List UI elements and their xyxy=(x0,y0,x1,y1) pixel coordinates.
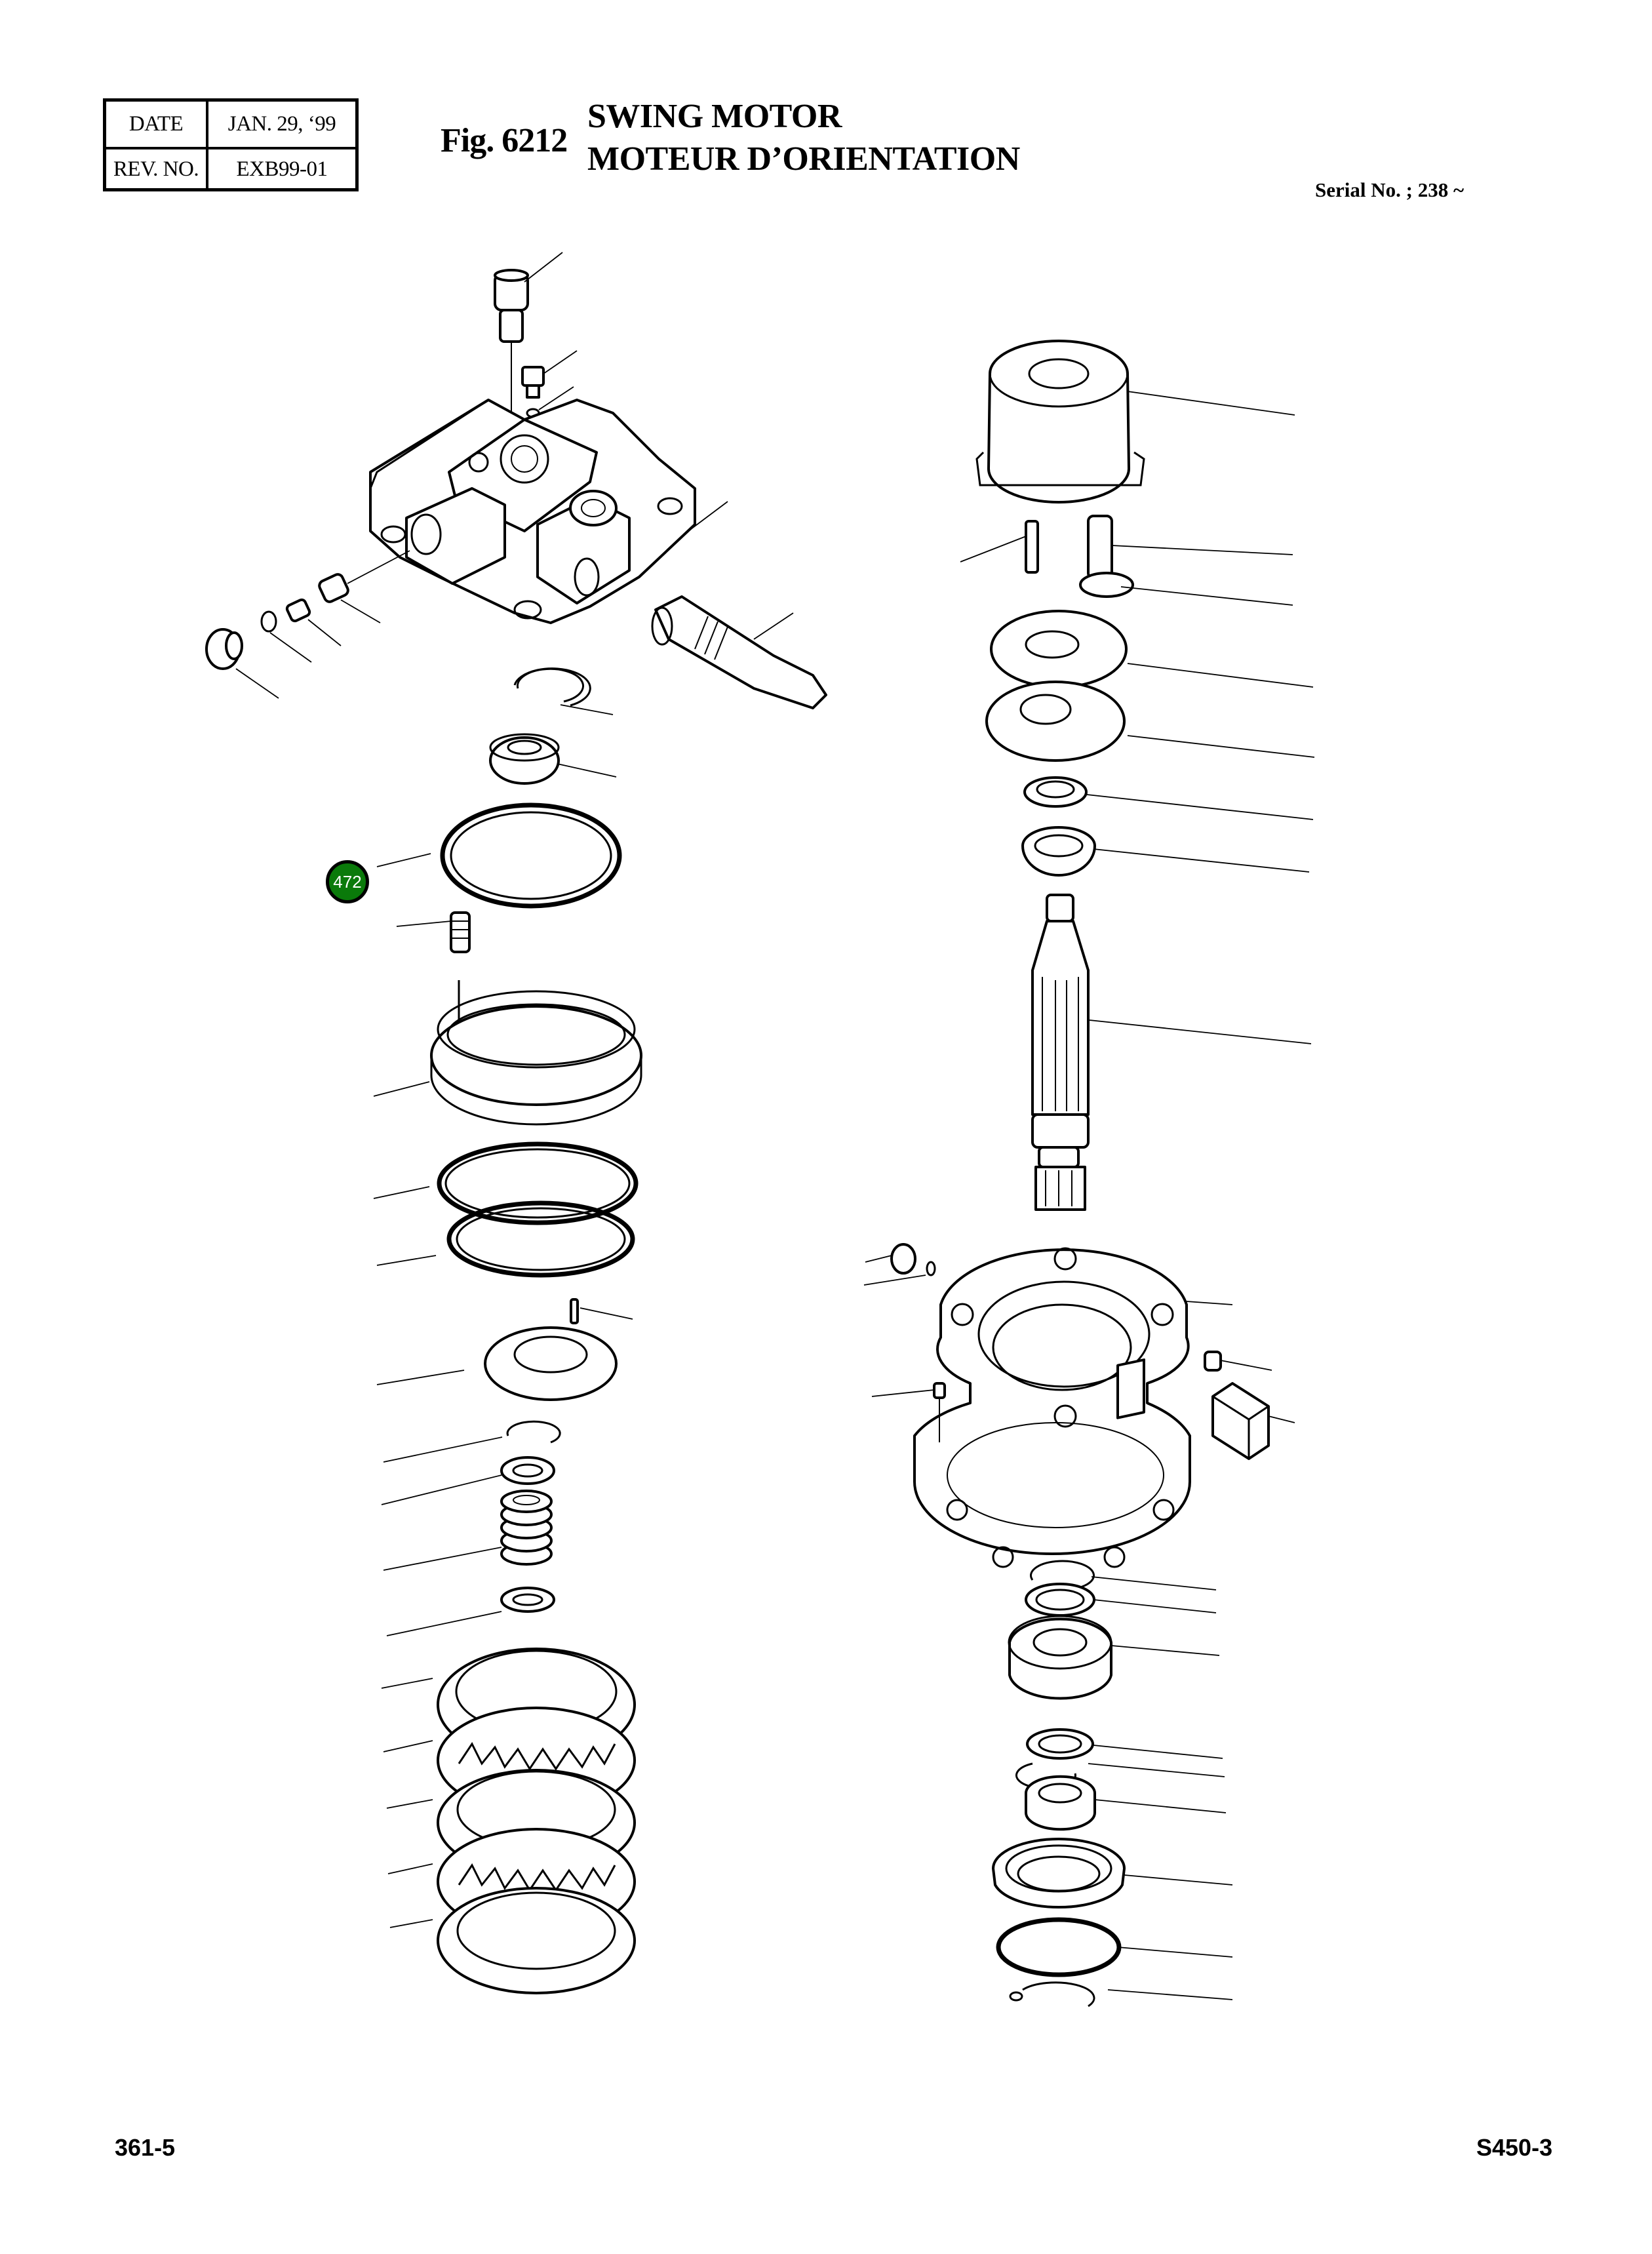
date-label: DATE xyxy=(106,102,208,147)
valve-plate-part[interactable] xyxy=(376,1326,618,1401)
ball-bearing-part[interactable] xyxy=(489,733,617,785)
o-ring-472-part[interactable] xyxy=(376,802,622,909)
roller-bearing-part[interactable] xyxy=(1008,1615,1220,1700)
pins-part[interactable] xyxy=(960,515,1293,580)
spring-part[interactable] xyxy=(396,911,471,1026)
figure-number: Fig. 6212 xyxy=(441,122,568,159)
swash-plate-part[interactable] xyxy=(985,681,1315,762)
snap-ring-part[interactable] xyxy=(513,667,614,715)
snap-ring-bottom-part[interactable] xyxy=(1009,1981,1233,2007)
retainer-plate-part[interactable] xyxy=(990,610,1314,688)
page-number: 361-5 xyxy=(115,2134,176,2161)
date-value: JAN. 29, ‘99 xyxy=(227,112,336,136)
relief-valve-part[interactable] xyxy=(651,595,827,709)
thrust-washer-part[interactable] xyxy=(1025,1583,1217,1617)
spherical-bushing-part[interactable] xyxy=(1021,826,1310,877)
rev-label: REV. NO. xyxy=(106,149,208,189)
collar-part[interactable] xyxy=(1023,776,1314,820)
o-ring-pair-part[interactable] xyxy=(373,1141,639,1278)
page-title-french: MOTEUR D’ORIENTATION xyxy=(587,140,1020,178)
serial-number: Serial No. ; 238 ~ xyxy=(1315,178,1465,201)
drive-shaft-part[interactable] xyxy=(1031,894,1312,1211)
brake-piston-part[interactable] xyxy=(373,990,642,1126)
separator-plate-3[interactable] xyxy=(389,1887,636,1994)
oil-seal-part[interactable] xyxy=(992,1838,1233,1909)
piston-shoe-part[interactable] xyxy=(1079,572,1293,606)
cap-screw-part[interactable] xyxy=(494,252,563,420)
revision-table: DATE JAN. 29, ‘99 REV. NO. EXB99-01 xyxy=(103,98,359,191)
rev-value: EXB99-01 xyxy=(236,157,328,181)
o-ring-lower-part[interactable] xyxy=(996,1917,1233,1977)
snap-ring-lower-part[interactable] xyxy=(1030,1560,1217,1591)
make-up-valve-part[interactable] xyxy=(1204,1351,1295,1460)
cylinder-block-part[interactable] xyxy=(975,340,1295,504)
callout-badge-472[interactable]: 472 xyxy=(326,860,369,903)
revision-row-rev: REV. NO. EXB99-01 xyxy=(106,149,355,189)
pin-part[interactable] xyxy=(570,1298,633,1324)
check-valve-group[interactable] xyxy=(205,550,410,699)
model-number: S450-3 xyxy=(1476,2134,1553,2161)
inner-race-part[interactable] xyxy=(1025,1775,1227,1831)
revision-row-date: DATE JAN. 29, ‘99 xyxy=(106,102,355,149)
page-title-english: SWING MOTOR xyxy=(587,98,842,135)
disc-spring-stack-part[interactable] xyxy=(383,1490,553,1571)
plug-housing-part[interactable] xyxy=(863,1243,946,1442)
housing-part[interactable] xyxy=(913,1247,1233,1568)
retaining-ring-part[interactable] xyxy=(383,1420,561,1463)
washer-part[interactable] xyxy=(381,1456,555,1505)
washer-lower-part[interactable] xyxy=(386,1587,555,1636)
valve-cover-part[interactable] xyxy=(369,399,728,624)
